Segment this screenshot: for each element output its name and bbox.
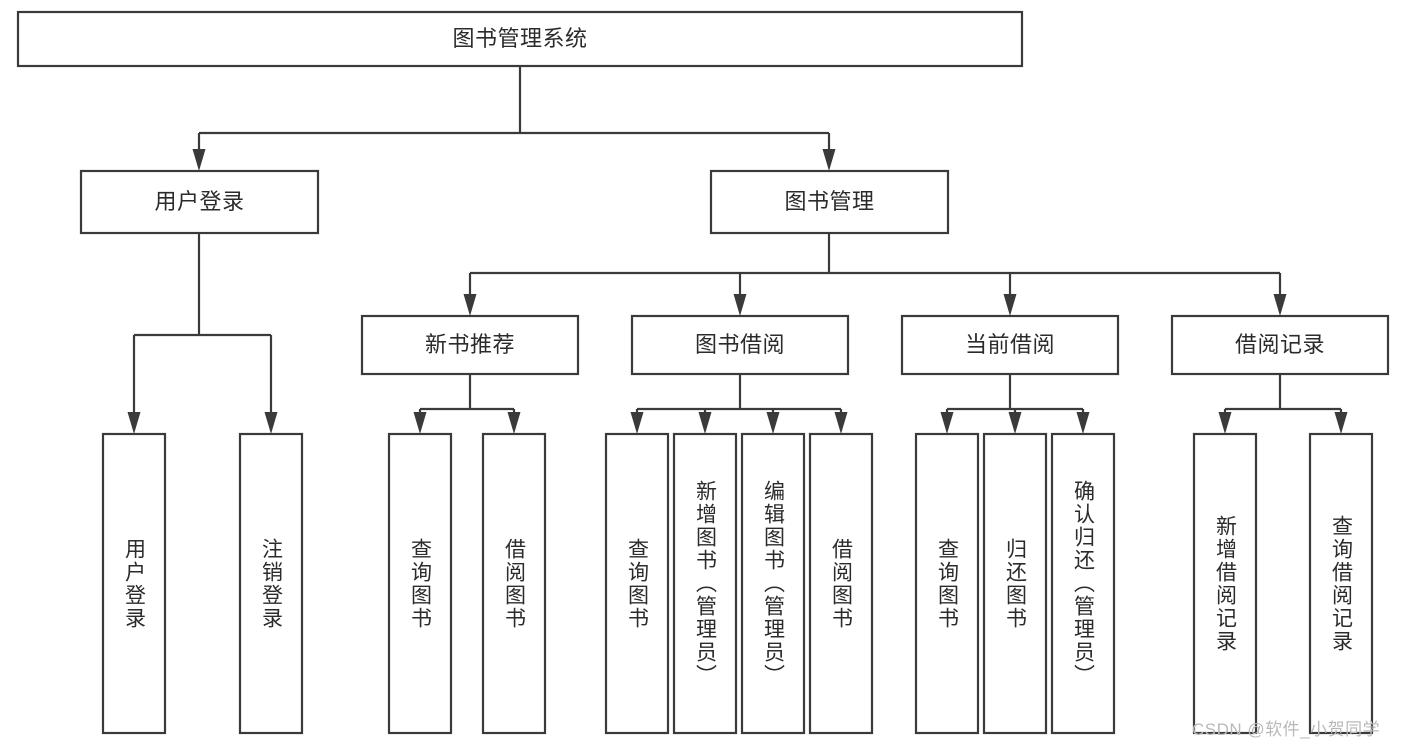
connector-current-borrow [940,374,1090,434]
node-box-borrow-record[interactable] [1170,314,1390,376]
connector-borrow-record [1218,374,1348,434]
node-box-leaf-borrow-book-rec[interactable] [481,432,547,735]
node-box-book-manage[interactable] [709,169,950,235]
node-box-leaf-query-book-current[interactable] [914,432,980,735]
node-box-leaf-return-book[interactable] [982,432,1048,735]
node-box-root[interactable] [16,10,1024,68]
node-box-current-borrow[interactable] [900,314,1120,376]
node-box-user-login[interactable] [79,169,320,235]
node-box-leaf-add-borrow-record[interactable] [1192,432,1258,735]
node-box-leaf-confirm-return[interactable] [1050,432,1116,735]
node-box-leaf-add-book[interactable] [672,432,738,735]
connector-root [192,66,836,171]
connector-book-borrow [630,374,848,434]
connector-new-book-rec [413,374,521,434]
node-box-leaf-query-book-rec[interactable] [387,432,453,735]
watermark-text: CSDN @软件_小贺同学 [1192,720,1381,739]
connector-book-manage [463,233,1287,316]
node-box-leaf-borrow-book[interactable] [808,432,874,735]
node-box-book-borrow[interactable] [630,314,850,376]
node-box-new-book-rec[interactable] [360,314,580,376]
node-box-leaf-edit-book[interactable] [740,432,806,735]
connector-user-login [127,233,278,434]
node-layer [16,10,1390,735]
node-box-leaf-query-borrow-record[interactable] [1308,432,1374,735]
node-box-leaf-logout-login[interactable] [238,432,304,735]
node-box-leaf-user-login[interactable] [101,432,167,735]
connector-layer [127,66,1348,434]
node-box-leaf-query-book-borrow[interactable] [604,432,670,735]
